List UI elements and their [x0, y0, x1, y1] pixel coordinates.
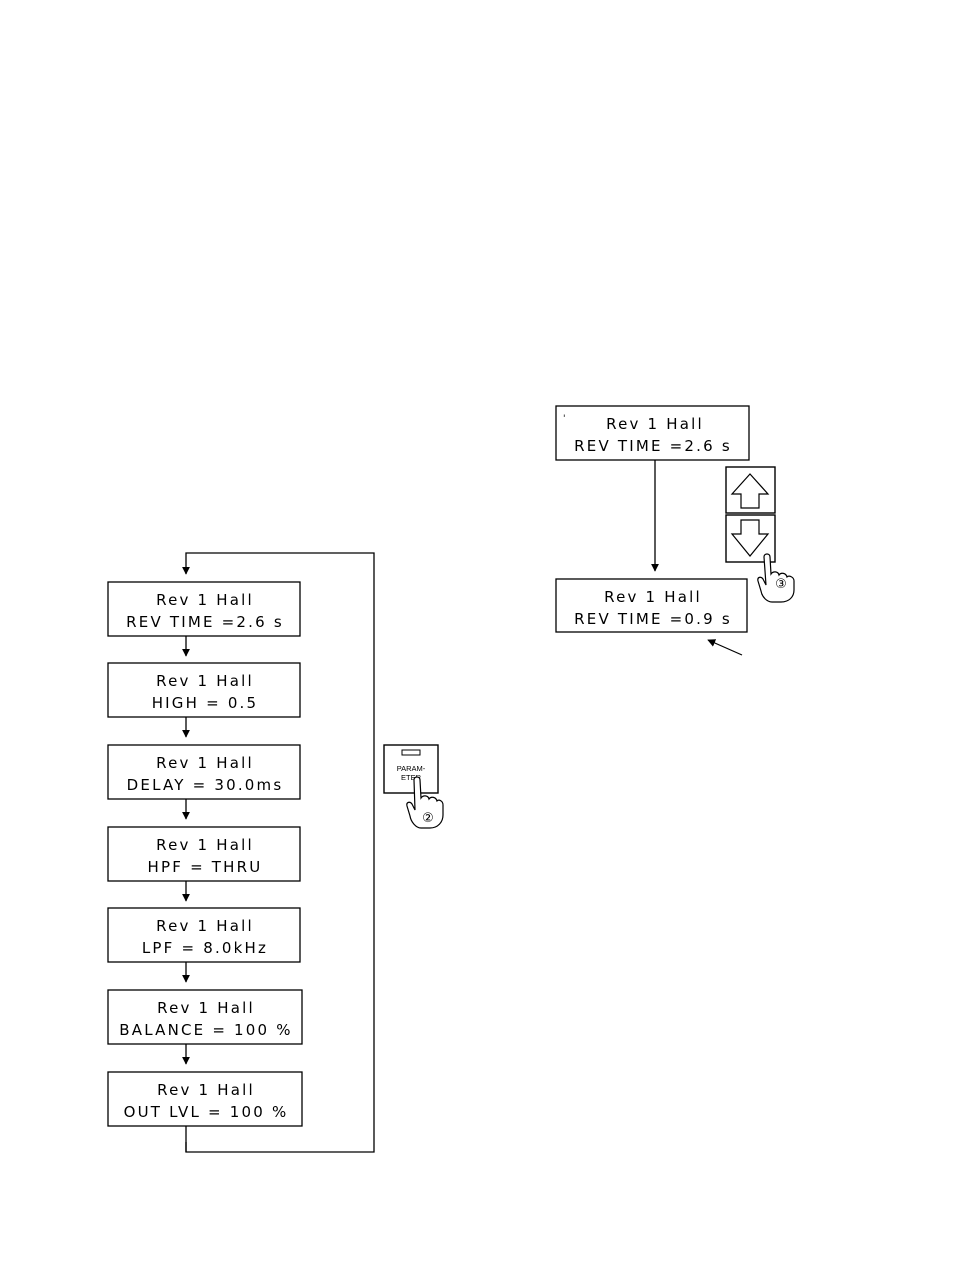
parameter-button[interactable]: PARAM- ETER ② — [384, 745, 443, 828]
lcd-line-1: Rev 1 Hall — [156, 836, 254, 854]
step-number-3: ③ — [775, 577, 787, 592]
lcd-line-2: REV TIME =2.6 s — [126, 613, 284, 631]
lcd-line-1: Rev 1 Hall — [156, 754, 254, 772]
lcd-line-2: REV TIME =2.6 s — [574, 437, 732, 455]
lcd-line-2: REV TIME =0.9 s — [574, 610, 732, 628]
lcd-screen-before: ' Rev 1 Hall REV TIME =2.6 s — [556, 406, 749, 460]
lcd-screen-after: Rev 1 Hall REV TIME =0.9 s — [556, 579, 747, 632]
lcd-screen-out-lvl: Rev 1 Hall OUT LVL = 100 % — [108, 1072, 302, 1126]
lcd-speck: ' — [563, 414, 565, 424]
lcd-line-1: Rev 1 Hall — [606, 415, 704, 433]
parameter-label-1: PARAM- — [397, 764, 426, 773]
lcd-screen-delay: Rev 1 Hall DELAY = 30.0ms — [108, 745, 300, 799]
lcd-line-2: BALANCE = 100 % — [119, 1021, 292, 1039]
lcd-screen-hpf: Rev 1 Hall HPF = THRU — [108, 827, 300, 881]
lcd-line-2: OUT LVL = 100 % — [124, 1103, 289, 1121]
lcd-screen-lpf: Rev 1 Hall LPF = 8.0kHz — [108, 908, 300, 962]
lcd-screen-balance: Rev 1 Hall BALANCE = 100 % — [108, 990, 302, 1044]
lcd-screen-high: Rev 1 Hall HIGH = 0.5 — [108, 663, 300, 717]
lcd-line-1: Rev 1 Hall — [156, 672, 254, 690]
lcd-line-2: HPF = THRU — [148, 858, 263, 876]
lcd-line-1: Rev 1 Hall — [156, 917, 254, 935]
lcd-line-1: Rev 1 Hall — [604, 588, 702, 606]
lcd-line-2: HIGH = 0.5 — [152, 694, 259, 712]
lcd-line-2: LPF = 8.0kHz — [142, 939, 268, 957]
up-button[interactable] — [726, 467, 775, 513]
step-number-2: ② — [422, 811, 434, 826]
lcd-line-2: DELAY = 30.0ms — [127, 776, 284, 794]
lcd-line-1: Rev 1 Hall — [157, 1081, 255, 1099]
lcd-line-1: Rev 1 Hall — [157, 999, 255, 1017]
left-flow: Rev 1 Hall REV TIME =2.6 s Rev 1 Hall HI… — [108, 553, 374, 1152]
value-pointer-arrow — [708, 640, 742, 655]
lcd-line-1: Rev 1 Hall — [156, 591, 254, 609]
lcd-screen-rev-time: Rev 1 Hall REV TIME =2.6 s — [108, 582, 300, 636]
right-edit-flow: ' Rev 1 Hall REV TIME =2.6 s Rev 1 Hall … — [556, 406, 749, 655]
